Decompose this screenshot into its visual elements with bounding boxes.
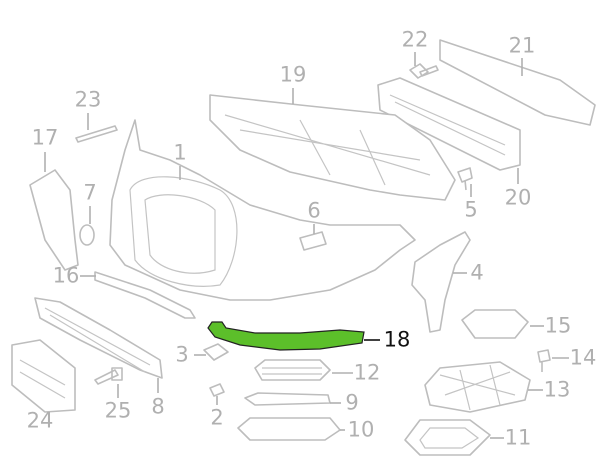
part-9-trim[interactable]: [244, 392, 331, 406]
part-25-bolt[interactable]: [94, 367, 123, 385]
callout-3[interactable]: 3: [175, 342, 189, 367]
part-23-pin[interactable]: [75, 125, 118, 143]
callout-8[interactable]: 8: [151, 394, 165, 419]
part-15-cover[interactable]: [461, 309, 529, 339]
part-22-bolt[interactable]: [409, 63, 439, 79]
callout-16[interactable]: 16: [52, 263, 80, 288]
part-2-nut[interactable]: [209, 383, 225, 397]
part-24-license-bracket[interactable]: [11, 339, 76, 413]
callout-5[interactable]: 5: [464, 197, 478, 222]
callout-21[interactable]: 21: [508, 33, 536, 58]
part-13-side-grille[interactable]: [424, 361, 531, 413]
part-5-screw[interactable]: [457, 167, 473, 191]
part-11-fog-bezel[interactable]: [404, 419, 491, 456]
callout-11[interactable]: 11: [504, 425, 532, 450]
part-14-bolt[interactable]: [537, 349, 551, 372]
callout-15[interactable]: 15: [544, 313, 572, 338]
part-20-energy-absorber[interactable]: [377, 77, 521, 171]
callout-1[interactable]: 1: [173, 140, 187, 165]
callout-18-highlighted[interactable]: 18: [383, 327, 411, 352]
part-16-strip[interactable]: [94, 271, 196, 319]
callout-12[interactable]: 12: [353, 360, 381, 385]
callout-22[interactable]: 22: [401, 27, 429, 52]
leader-arrows: [44, 52, 569, 439]
part-8-lower-grille[interactable]: [34, 297, 163, 379]
callout-25[interactable]: 25: [104, 398, 132, 423]
callout-13[interactable]: 13: [543, 377, 571, 402]
callout-10[interactable]: 10: [347, 417, 375, 442]
callout-24[interactable]: 24: [26, 408, 54, 433]
part-19-undertray[interactable]: [209, 94, 456, 201]
part-18-trim-strip-highlighted[interactable]: [207, 321, 365, 351]
part-1-bumper-cover[interactable]: [109, 119, 416, 301]
callout-14[interactable]: 14: [569, 345, 597, 370]
part-7-ring[interactable]: [79, 224, 95, 246]
callout-19[interactable]: 19: [279, 62, 307, 87]
callout-17[interactable]: 17: [31, 125, 59, 150]
part-4-bracket[interactable]: [411, 231, 471, 333]
callout-20[interactable]: 20: [504, 185, 532, 210]
part-3-clip[interactable]: [203, 343, 229, 361]
callout-9[interactable]: 9: [345, 390, 359, 415]
part-12-grille-insert[interactable]: [254, 359, 331, 381]
callout-7[interactable]: 7: [83, 180, 97, 205]
part-10-bezel[interactable]: [237, 417, 341, 441]
callout-2[interactable]: 2: [210, 405, 224, 430]
callout-23[interactable]: 23: [74, 87, 102, 112]
callout-6[interactable]: 6: [307, 198, 321, 223]
callout-4[interactable]: 4: [470, 260, 484, 285]
part-21-bumper-reinforcement[interactable]: [439, 39, 596, 126]
part-17-side-bracket[interactable]: [29, 169, 79, 271]
